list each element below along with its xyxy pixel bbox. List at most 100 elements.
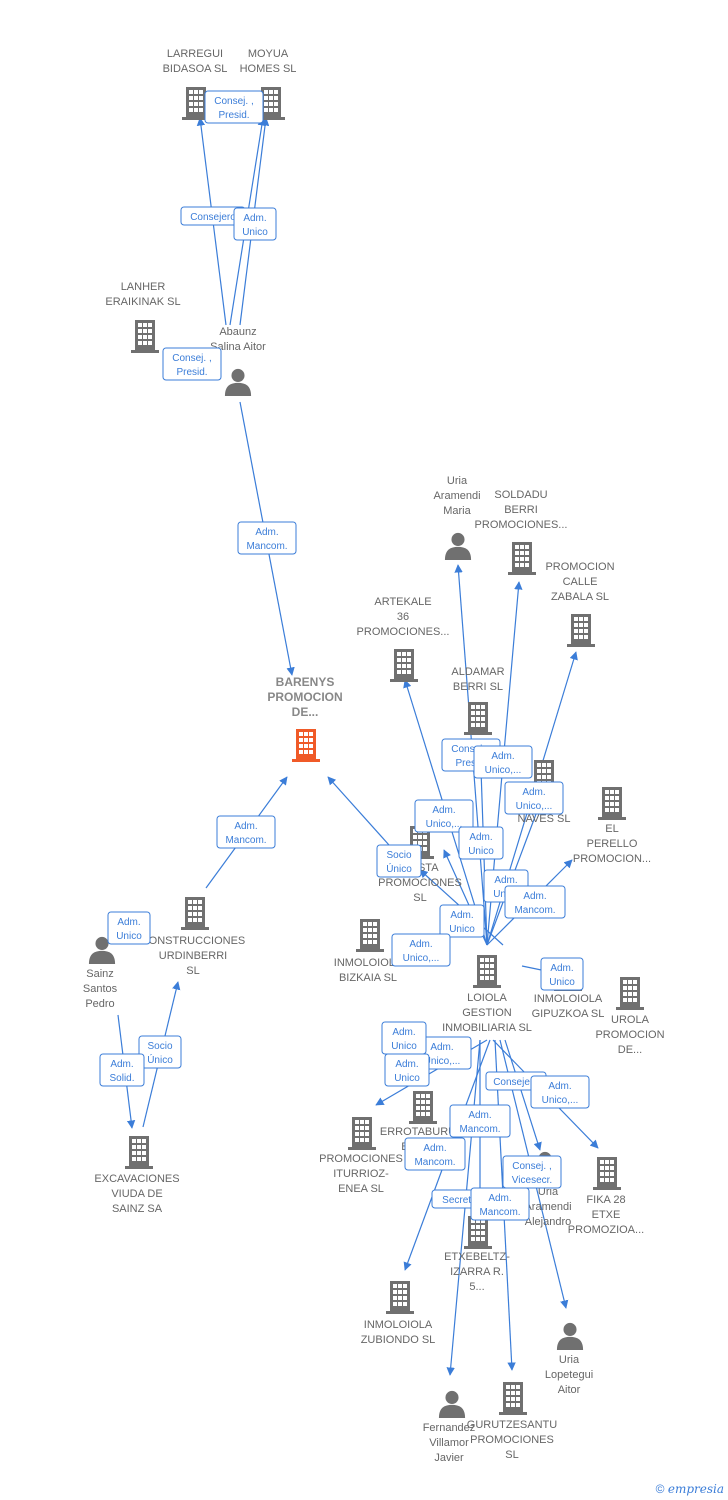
relation-label[interactable]: Adm.Unico,...	[391, 933, 451, 967]
relation-edge	[504, 1039, 542, 1151]
node-label: Maria	[443, 505, 471, 517]
relation-label[interactable]: Adm.Unico,...	[530, 1075, 590, 1109]
node-label: VIUDA DE	[111, 1188, 162, 1200]
building-icon	[598, 787, 626, 820]
node-label: Abaunz	[219, 326, 256, 338]
relation-text: Consej. ,	[172, 353, 211, 364]
node-label: PROMOZIOA...	[568, 1224, 644, 1236]
relation-label[interactable]: Adm.Mancom.	[504, 885, 566, 919]
node-label: NAVES SL	[518, 813, 571, 825]
node-label: Sainz	[86, 968, 114, 980]
relation-label[interactable]: Adm.Mancom.	[404, 1137, 466, 1171]
relation-text: Único	[386, 862, 412, 875]
relation-box	[414, 799, 474, 833]
relation-text: Consejero	[190, 212, 236, 223]
relation-box	[504, 781, 564, 815]
node-label: INMOLOIOLA	[534, 993, 603, 1005]
relation-label[interactable]: Consej. , Presid.	[162, 347, 222, 381]
copyright-symbol: ©	[655, 1482, 665, 1496]
node-label: Lopetegui	[545, 1369, 593, 1381]
node-label: PROMOCION...	[573, 853, 651, 865]
relation-label[interactable]: Consej. ,Presid.	[204, 90, 264, 124]
relation-label[interactable]: Adm.Mancom.	[237, 521, 297, 555]
relation-label[interactable]: Adm.Solid.	[99, 1053, 145, 1087]
node-label: EL	[605, 823, 618, 835]
relation-text: Adm.	[469, 832, 492, 843]
building-icon	[390, 649, 418, 682]
relation-text: Secret.	[442, 1195, 474, 1206]
relation-label[interactable]: Adm.Unico,...	[504, 781, 564, 815]
node-label: ZABALA SL	[551, 591, 609, 603]
relation-text: Unico,...	[516, 801, 553, 812]
relation-label[interactable]: Adm.Mancom.	[449, 1104, 511, 1138]
relation-label[interactable]: Adm.Mancom.	[470, 1187, 530, 1221]
relation-text: Adm.	[395, 1059, 418, 1070]
relation-label[interactable]: Adm.Unico	[540, 957, 584, 991]
relation-label[interactable]: Adm.Unico	[381, 1021, 427, 1055]
node-label: SL	[505, 1449, 518, 1461]
relation-label[interactable]: Adm.Unico	[458, 826, 504, 860]
node-label: CONSTRUCCIONES	[141, 935, 246, 947]
building-icon	[616, 977, 644, 1010]
relation-text: Consej. ,	[512, 1161, 551, 1172]
node-aldamar[interactable]: ALDAMAR BERRI SL	[451, 666, 505, 735]
relation-text: Unico	[391, 1041, 417, 1052]
node-label: UROLA	[611, 1014, 650, 1026]
relation-label[interactable]: Adm.Mancom.	[216, 815, 276, 849]
node-label: ARTEKALE	[374, 596, 431, 608]
node-label: ETXE	[592, 1209, 621, 1221]
person-icon	[224, 368, 252, 396]
relation-text: Adm.	[234, 821, 257, 832]
node-label: PROMOCIONES	[470, 1434, 554, 1446]
node-artekale[interactable]: ARTEKALE36PROMOCIONES...	[357, 596, 450, 682]
node-urola[interactable]: UROLAPROMOCIONDE...	[595, 977, 665, 1056]
relation-box	[540, 957, 584, 991]
relation-box	[381, 1021, 427, 1055]
relation-text: Presid.	[176, 367, 207, 378]
node-soldadu[interactable]: SOLDADUBERRIPROMOCIONES...	[475, 489, 568, 575]
node-label: ALDAMAR	[451, 666, 504, 678]
node-label: BERRI SL	[453, 681, 503, 693]
person-icon	[444, 532, 472, 560]
relation-label[interactable]: Adm.Unico	[107, 911, 151, 945]
node-perello[interactable]: ELPERELLOPROMOCION...	[573, 787, 651, 865]
relation-label[interactable]: Adm.Unico	[384, 1053, 430, 1087]
node-barenys[interactable]: BARENYSPROMOCIONDE...	[267, 675, 343, 762]
footer-credit[interactable]: © empresia	[656, 1482, 724, 1496]
relation-label[interactable]: Consej. ,Vicesecr.	[502, 1155, 562, 1189]
node-label: Salina Aitor	[210, 341, 266, 353]
relation-text: Unico,...	[424, 1056, 461, 1067]
relation-label[interactable]: Adm.Unico	[233, 207, 277, 241]
node-etxebeltz[interactable]: ETXEBELTZ-IZARRA R.5...	[444, 1216, 510, 1293]
relation-text: Consejero	[493, 1077, 539, 1088]
relation-label[interactable]: Adm.Unico	[439, 904, 485, 938]
relation-text: Adm.	[491, 751, 514, 762]
node-fika[interactable]: FIKA 28ETXEPROMOZIOA...	[568, 1157, 644, 1236]
relation-label[interactable]: Adm.Unico,...	[414, 799, 474, 833]
relation-text: Mancom.	[246, 541, 287, 552]
building-icon	[473, 955, 501, 988]
relation-text: Unico	[116, 931, 142, 942]
node-label: 36	[397, 611, 409, 623]
relation-label[interactable]: Adm.Unico,...	[473, 745, 533, 779]
